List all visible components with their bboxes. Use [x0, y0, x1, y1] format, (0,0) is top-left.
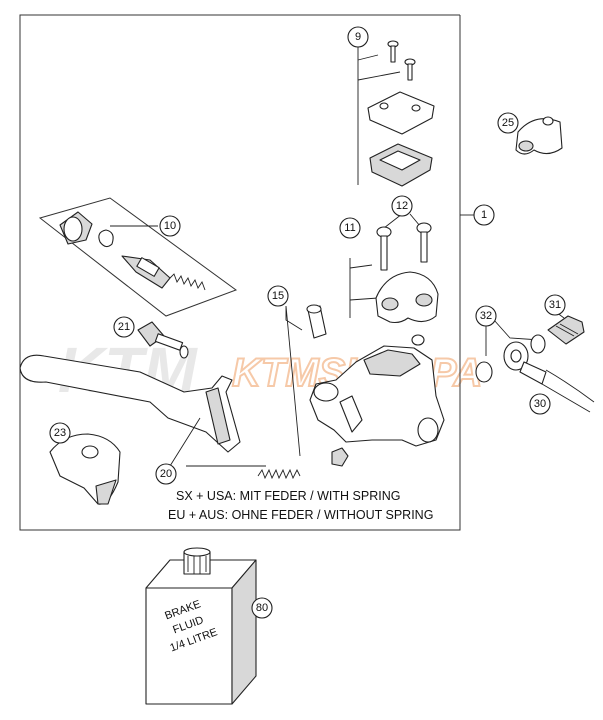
svg-text:31: 31 [549, 299, 561, 311]
part-pivot-bolt [285, 304, 349, 467]
part-brake-lever [19, 354, 301, 480]
part-reservoir-cover [357, 40, 435, 187]
part-master-cylinder-body [309, 334, 445, 447]
svg-text:21: 21 [118, 321, 130, 333]
note-with-spring: SX + USA: MIT FEDER / WITH SPRING [176, 489, 400, 503]
svg-text:30: 30 [534, 398, 546, 410]
callout-25: 25 [497, 112, 519, 134]
callout-30: 30 [529, 393, 551, 415]
callout-80: 80 [251, 597, 273, 619]
svg-text:25: 25 [502, 117, 514, 129]
callout-23: 23 [49, 422, 71, 444]
svg-text:10: 10 [164, 220, 176, 232]
callout-12: 12 [391, 195, 413, 217]
part-lever-cover [49, 433, 121, 505]
part-adjuster [137, 321, 189, 359]
callout-9: 9 [347, 26, 369, 48]
svg-text:80: 80 [256, 602, 268, 614]
callout-10: 10 [159, 215, 181, 237]
part-brake-line [475, 305, 595, 413]
part-clamp-right [515, 116, 563, 155]
assembly-frame [19, 14, 461, 531]
clamp-screw [416, 222, 432, 263]
svg-text:32: 32 [480, 310, 492, 322]
callout-1: 1 [473, 204, 495, 226]
svg-text:20: 20 [160, 468, 172, 480]
part-brake-fluid-bottle: BRAKE FLUID 1/4 LITRE [145, 547, 257, 705]
callout-15: 15 [267, 285, 289, 307]
cover-screw [387, 40, 399, 63]
svg-text:11: 11 [344, 222, 355, 234]
callout-31: 31 [544, 294, 566, 316]
part-handlebar-clamp [349, 213, 439, 324]
note-without-spring: EU + AUS: OHNE FEDER / WITHOUT SPRING [168, 508, 433, 522]
cover-screw [404, 58, 416, 81]
svg-text:15: 15 [272, 290, 284, 302]
svg-text:9: 9 [355, 31, 361, 43]
svg-text:1: 1 [481, 209, 487, 221]
part-piston-kit [38, 197, 238, 317]
callout-11: 11 [339, 217, 361, 239]
callout-20: 20 [155, 463, 177, 485]
svg-text:23: 23 [54, 427, 66, 439]
callout-21: 21 [113, 316, 135, 338]
callout-32: 32 [475, 305, 497, 327]
svg-text:12: 12 [396, 200, 408, 212]
clamp-screw [376, 226, 392, 271]
